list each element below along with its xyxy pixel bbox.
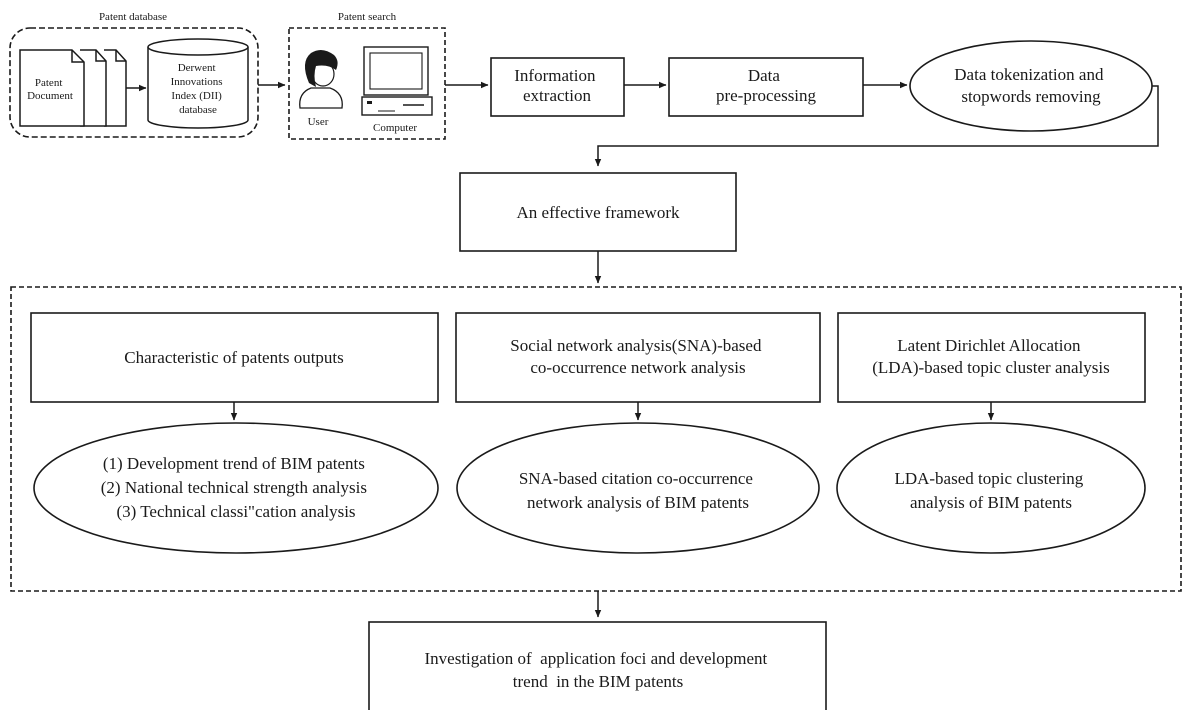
patent-search-group: Patent search User Computer [288, 11, 446, 140]
svg-text:An effective framework: An effective framework [517, 203, 680, 222]
sna-box: Social network analysis(SNA)-based co-oc… [455, 312, 821, 403]
svg-text:Social network analysis(SNA)-b: Social network analysis(SNA)-based co-oc… [510, 336, 765, 377]
svg-text:SNA-based citation co-occurren: SNA-based citation co-occurrence network… [519, 469, 757, 512]
patent-search-title: Patent search [338, 11, 397, 23]
characteristic-result-ellipse: (1) Development trend of BIM patents (2)… [33, 422, 439, 554]
patent-database-group: Patent database Patent Document Derwent … [9, 11, 259, 138]
svg-text:Information extraction: Information extraction [514, 66, 599, 105]
data-preprocessing-box: Data pre-processing [668, 57, 864, 117]
computer-icon [361, 46, 433, 116]
database-cylinder-icon [147, 38, 249, 129]
sna-result-ellipse: SNA-based citation co-occurrence network… [456, 422, 820, 554]
user-icon [299, 49, 343, 109]
svg-text:LDA-based topic clustering: LDA-based topic clustering analysis of B… [894, 469, 1087, 512]
svg-text:Data pre-processing: Data pre-processing [716, 66, 817, 105]
framework-box: An effective framework [459, 172, 737, 252]
patent-document-label: Patent Document [27, 77, 73, 102]
svg-text:(1) Development trend of BIM p: (1) Development trend of BIM patents (2)… [101, 454, 372, 521]
svg-text:Characteristic of patents outp: Characteristic of patents outputs [124, 348, 344, 367]
svg-text:Data tokenization and st: Data tokenization and stopwords removing [954, 65, 1107, 106]
user-label: User [308, 116, 329, 128]
investigation-box: Investigation of application foci and de… [368, 621, 827, 710]
characteristic-box: Characteristic of patents outputs [30, 312, 439, 403]
database-label: Derwent Innovations Index (DII) database [171, 62, 226, 116]
document-icon [19, 49, 127, 127]
svg-text:Investigation of application: Investigation of application foci and de… [425, 649, 772, 691]
tokenization-ellipse: Data tokenization and stopwords removing [909, 40, 1153, 132]
patent-database-title: Patent database [99, 11, 167, 23]
computer-label: Computer [373, 122, 417, 134]
svg-text:Latent Dirichlet Allocation: Latent Dirichlet Allocation (LDA)-based … [872, 336, 1109, 377]
analysis-container [10, 286, 1182, 592]
lda-box: Latent Dirichlet Allocation (LDA)-based … [837, 312, 1146, 403]
information-extraction-box: Information extraction [490, 57, 625, 117]
lda-result-ellipse: LDA-based topic clustering analysis of B… [836, 422, 1146, 554]
